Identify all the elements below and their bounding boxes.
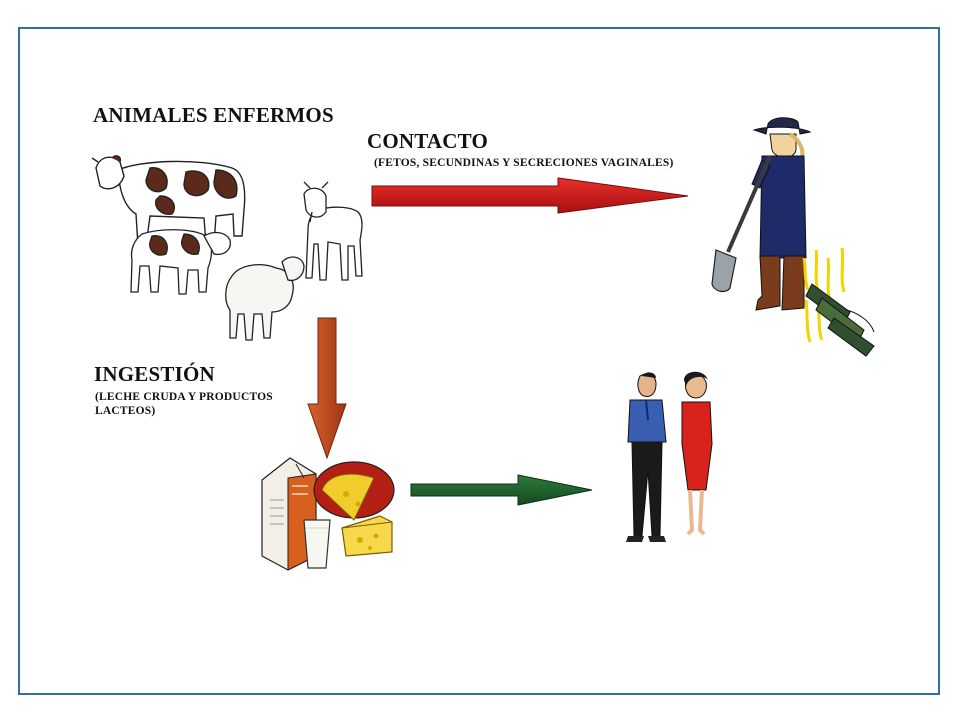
label-contact: CONTACTO: [367, 129, 489, 153]
cow-icon: [91, 155, 246, 247]
farmer-with-shovel-icon: [711, 117, 846, 343]
label-ingestion: INGESTIÓN: [94, 362, 215, 386]
goat-icon: [303, 181, 363, 281]
arrow-ingestion: [307, 317, 347, 460]
label-ingestion-detail: (LECHE CRUDA Y PRODUCTOS LACTEOS): [95, 390, 315, 418]
calf-icon: [130, 229, 231, 295]
man-icon: [626, 372, 667, 542]
label-ingestion-detail-line2: LACTEOS): [95, 405, 156, 417]
aborted-fetus-icon: [805, 283, 875, 357]
cheese-icon: [313, 461, 395, 557]
glass-of-milk-icon: [303, 519, 331, 569]
sheep-icon: [225, 256, 305, 341]
title-sick-animals: ANIMALES ENFERMOS: [93, 103, 334, 127]
label-ingestion-detail-line1: (LECHE CRUDA Y PRODUCTOS: [95, 391, 273, 403]
label-contact-detail: (FETOS, SECUNDINAS Y SECRECIONES VAGINAL…: [374, 157, 674, 169]
diagram-frame: [18, 27, 940, 695]
arrow-contact: [371, 177, 689, 214]
woman-icon: [681, 371, 713, 536]
arrow-consumption: [410, 474, 593, 506]
